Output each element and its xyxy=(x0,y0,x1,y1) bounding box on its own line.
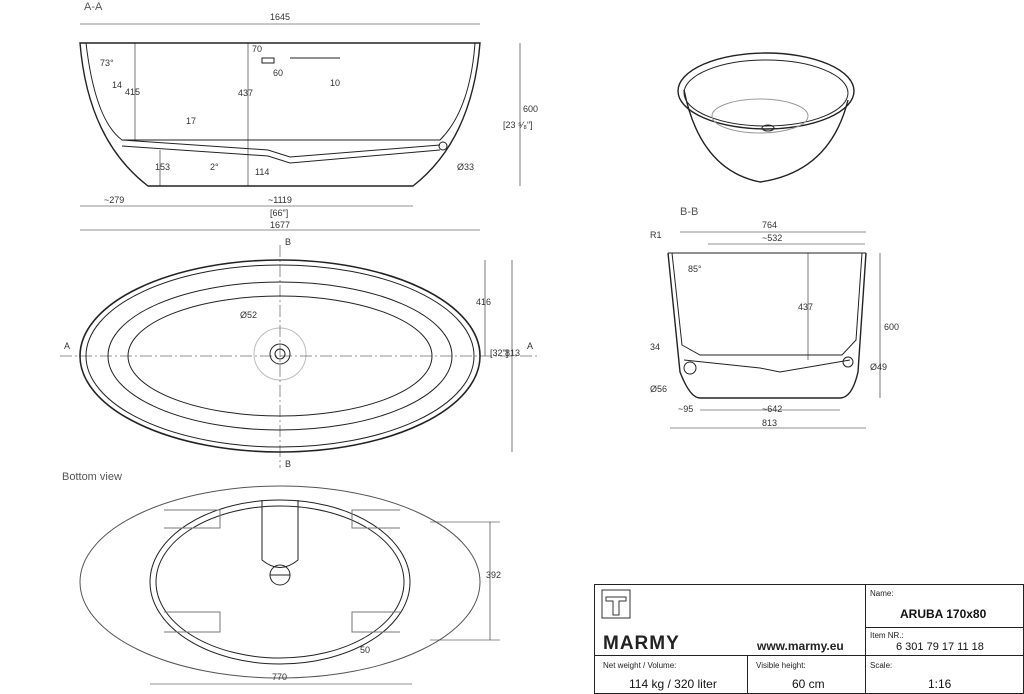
name-value: ARUBA 170x80 xyxy=(900,607,987,621)
dim-437-bb: 437 xyxy=(798,302,813,312)
section-aa-label: A-A xyxy=(84,1,103,13)
dim-1119: ~1119 xyxy=(268,195,292,205)
bottom-view-label: Bottom view xyxy=(62,471,122,483)
cut-b-top: B xyxy=(285,237,291,247)
dim-1645: 1645 xyxy=(270,12,290,22)
cut-b-bottom: B xyxy=(285,459,291,469)
visible-height-value: 60 cm xyxy=(792,677,825,691)
dim-17: 17 xyxy=(186,116,196,126)
weight-value: 114 kg / 320 liter xyxy=(629,677,717,691)
dim-d56: Ø56 xyxy=(650,384,667,394)
dim-73: 73° xyxy=(100,58,114,68)
dim-85: 85° xyxy=(688,264,702,274)
dim-60: 60 xyxy=(273,68,283,78)
title-block: MARMY www.marmy.eu Name: ARUBA 170x80 It… xyxy=(594,584,1024,694)
dim-416: 416 xyxy=(476,297,491,307)
logo-icon xyxy=(601,589,631,619)
scale-label: Scale: xyxy=(870,661,893,670)
item-nr-value: 6 301 79 17 11 18 xyxy=(896,641,984,653)
section-aa-drawing xyxy=(79,23,521,231)
dim-764: 764 xyxy=(762,220,777,230)
weight-label: Net weight / Volume: xyxy=(603,661,677,670)
dim-114: 114 xyxy=(255,167,269,177)
dim-d52: Ø52 xyxy=(240,310,257,320)
name-label: Name: xyxy=(870,589,894,598)
dim-66in: [66"] xyxy=(270,208,288,218)
dim-14: 14 xyxy=(112,80,122,90)
dim-279: ~279 xyxy=(104,195,124,205)
visible-height-label: Visible height: xyxy=(756,661,806,670)
dim-r1: R1 xyxy=(650,230,662,240)
dim-95: ~95 xyxy=(678,404,693,414)
dim-34: 34 xyxy=(650,342,660,352)
bottom-view-drawing xyxy=(79,485,500,685)
dim-d33: Ø33 xyxy=(457,162,474,172)
dim-642: ~642 xyxy=(762,404,782,414)
dim-770: 770 xyxy=(272,672,287,682)
dim-437: 437 xyxy=(238,88,253,98)
dim-600-bb: 600 xyxy=(884,322,899,332)
section-bb-label: B-B xyxy=(680,206,698,218)
dim-813-bb: 813 xyxy=(762,418,777,428)
dim-32in: [32"] xyxy=(490,348,508,358)
dim-392: 392 xyxy=(486,570,501,580)
brand-name: MARMY xyxy=(603,633,680,654)
scale-value: 1:16 xyxy=(928,677,952,691)
dim-1677: 1677 xyxy=(270,220,290,230)
section-bb-drawing xyxy=(667,231,881,429)
dim-50: 50 xyxy=(360,645,370,655)
dim-532: ~532 xyxy=(762,233,782,243)
cut-a-left: A xyxy=(64,341,70,351)
dim-153: 153 xyxy=(155,162,170,172)
dim-2: 2° xyxy=(210,162,219,172)
dim-23in: [23 ⁵⁄₈"] xyxy=(503,120,533,130)
dim-10: 10 xyxy=(330,78,340,88)
website-link[interactable]: www.marmy.eu xyxy=(757,639,844,653)
dim-415: 415 xyxy=(125,87,140,97)
dim-813: 813 xyxy=(505,348,520,358)
cut-a-right: A xyxy=(527,341,533,351)
perspective-view-drawing xyxy=(677,52,855,183)
item-nr-label: Item NR.: xyxy=(870,631,904,640)
dim-70: 70 xyxy=(252,44,262,54)
top-view-drawing xyxy=(60,245,540,468)
dim-d49: Ø49 xyxy=(870,362,887,372)
dim-600: 600 xyxy=(523,104,538,114)
logo-cell: MARMY www.marmy.eu xyxy=(594,584,866,656)
